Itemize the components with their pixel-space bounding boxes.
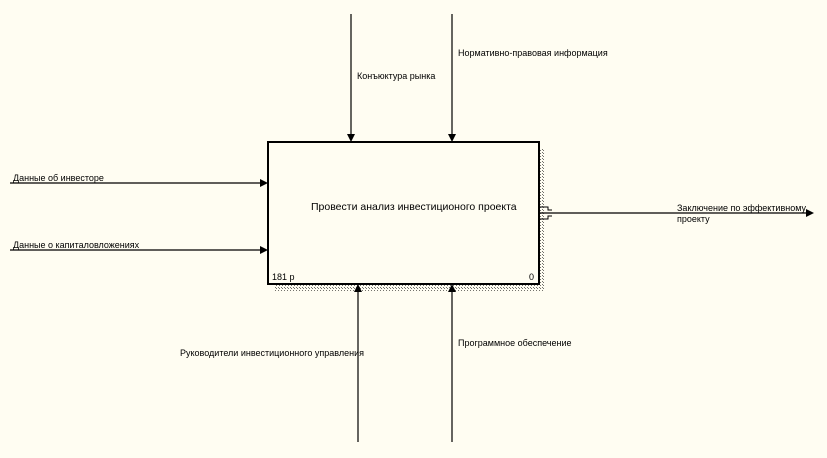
activity-title: Провести анализ инвестиционого проекта [311,201,517,213]
input-arrow-investments[interactable] [10,246,268,254]
control-arrow-legal[interactable] [448,14,456,142]
activity-number: 0 [529,272,535,282]
mechanism-arrow-managers[interactable] [354,284,362,442]
activity-box[interactable] [267,141,540,285]
input-arrow-investor[interactable] [10,179,268,187]
activity-cost: 181 р [272,272,295,282]
mechanism-label-managers: Руководители инвестиционного управления [180,348,364,358]
mechanism-arrow-software[interactable] [448,284,456,442]
output-label-conclusion: Заключение по эффективному проекту [677,203,807,224]
control-label-legal: Нормативно-правовая информация [458,48,608,58]
control-arrow-market[interactable] [347,14,355,142]
output-arrow-conclusion[interactable] [539,206,814,220]
control-label-market: Конъюктура рынка [357,71,436,81]
mechanism-label-software: Программное обеспечение [458,338,572,348]
input-label-investor: Данные об инвесторе [13,173,104,183]
input-label-investments: Данные о капиталовложениях [13,240,140,250]
